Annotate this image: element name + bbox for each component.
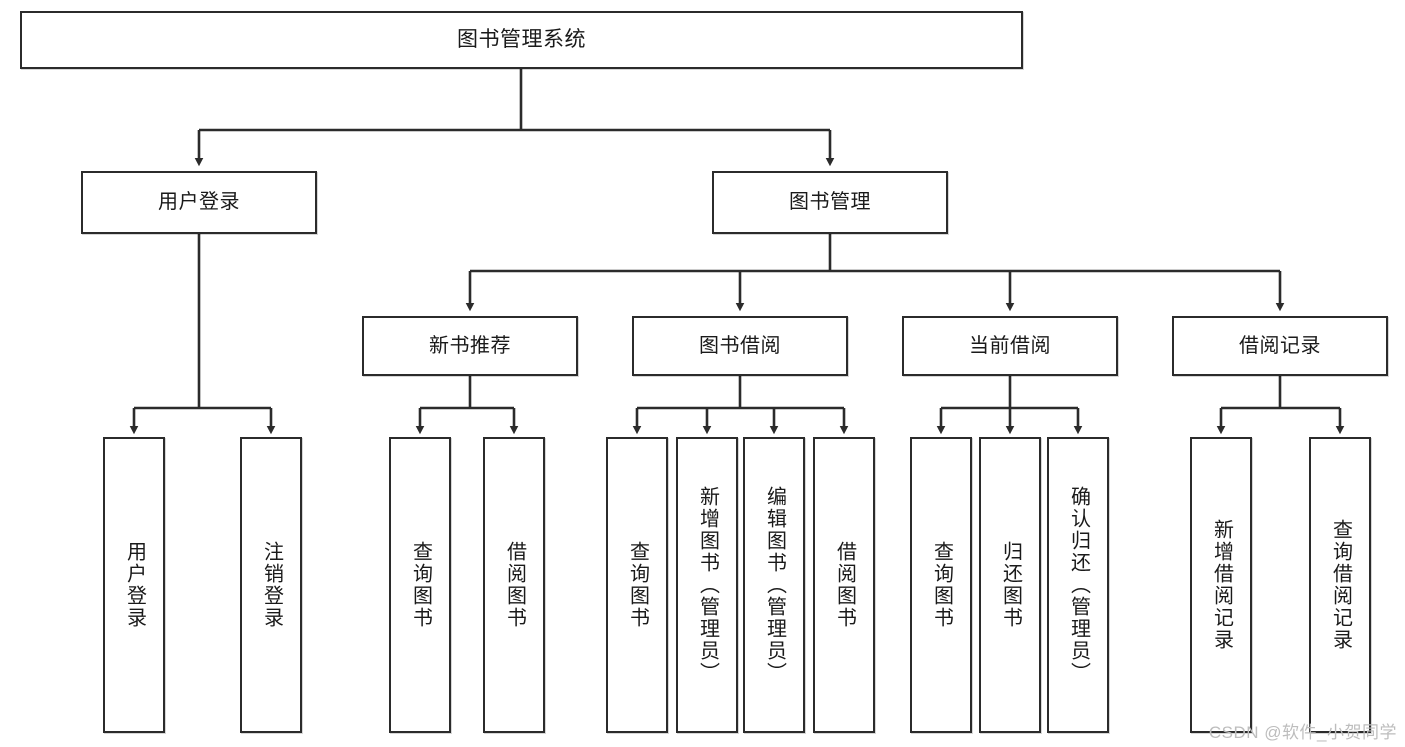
node-label: 查询借阅记录: [1329, 519, 1352, 651]
node-label: 查询图书: [409, 541, 432, 629]
node-label: 用户登录: [123, 541, 146, 629]
leaf-current-borrow-confirm-return[interactable]: 确认归还（管理员）: [1047, 437, 1109, 733]
node-label: 当前借阅: [969, 334, 1051, 357]
leaf-borrow-record-add[interactable]: 新增借阅记录: [1190, 437, 1252, 733]
leaf-new-book-query[interactable]: 查询图书: [389, 437, 451, 733]
node-root-system[interactable]: 图书管理系统: [20, 11, 1023, 69]
node-label: 图书管理: [789, 191, 871, 213]
node-label: 确认归还（管理员）: [1067, 486, 1090, 684]
node-label: 借阅图书: [833, 541, 856, 629]
leaf-book-borrow-query[interactable]: 查询图书: [606, 437, 668, 733]
leaf-borrow-record-query[interactable]: 查询借阅记录: [1309, 437, 1371, 733]
node-user-login[interactable]: 用户登录: [81, 171, 317, 234]
node-label: 新书推荐: [429, 334, 511, 357]
node-label: 编辑图书（管理员）: [763, 486, 786, 684]
watermark: CSDN @软件_小贺同学: [1208, 723, 1397, 742]
node-borrow-record[interactable]: 借阅记录: [1172, 316, 1388, 376]
node-label: 图书借阅: [699, 334, 781, 357]
node-label: 查询图书: [626, 541, 649, 629]
node-current-borrow[interactable]: 当前借阅: [902, 316, 1118, 376]
node-label: 借阅图书: [503, 541, 526, 629]
node-book-management[interactable]: 图书管理: [712, 171, 948, 234]
leaf-current-borrow-query[interactable]: 查询图书: [910, 437, 972, 733]
node-label: 图书管理系统: [457, 27, 586, 51]
node-label: 查询图书: [930, 541, 953, 629]
node-label: 新增借阅记录: [1210, 519, 1233, 651]
node-label: 借阅记录: [1239, 334, 1321, 357]
leaf-current-borrow-return[interactable]: 归还图书: [979, 437, 1041, 733]
node-label: 用户登录: [158, 191, 240, 213]
node-label: 归还图书: [999, 541, 1022, 629]
leaf-book-borrow-add[interactable]: 新增图书（管理员）: [676, 437, 738, 733]
leaf-user-login-login[interactable]: 用户登录: [103, 437, 165, 733]
node-new-book-recommend[interactable]: 新书推荐: [362, 316, 578, 376]
leaf-book-borrow-edit[interactable]: 编辑图书（管理员）: [743, 437, 805, 733]
leaf-new-book-borrow[interactable]: 借阅图书: [483, 437, 545, 733]
leaf-book-borrow-borrow[interactable]: 借阅图书: [813, 437, 875, 733]
node-label: 注销登录: [260, 541, 283, 629]
leaf-user-login-logout[interactable]: 注销登录: [240, 437, 302, 733]
node-label: 新增图书（管理员）: [696, 486, 719, 684]
node-book-borrow[interactable]: 图书借阅: [632, 316, 848, 376]
